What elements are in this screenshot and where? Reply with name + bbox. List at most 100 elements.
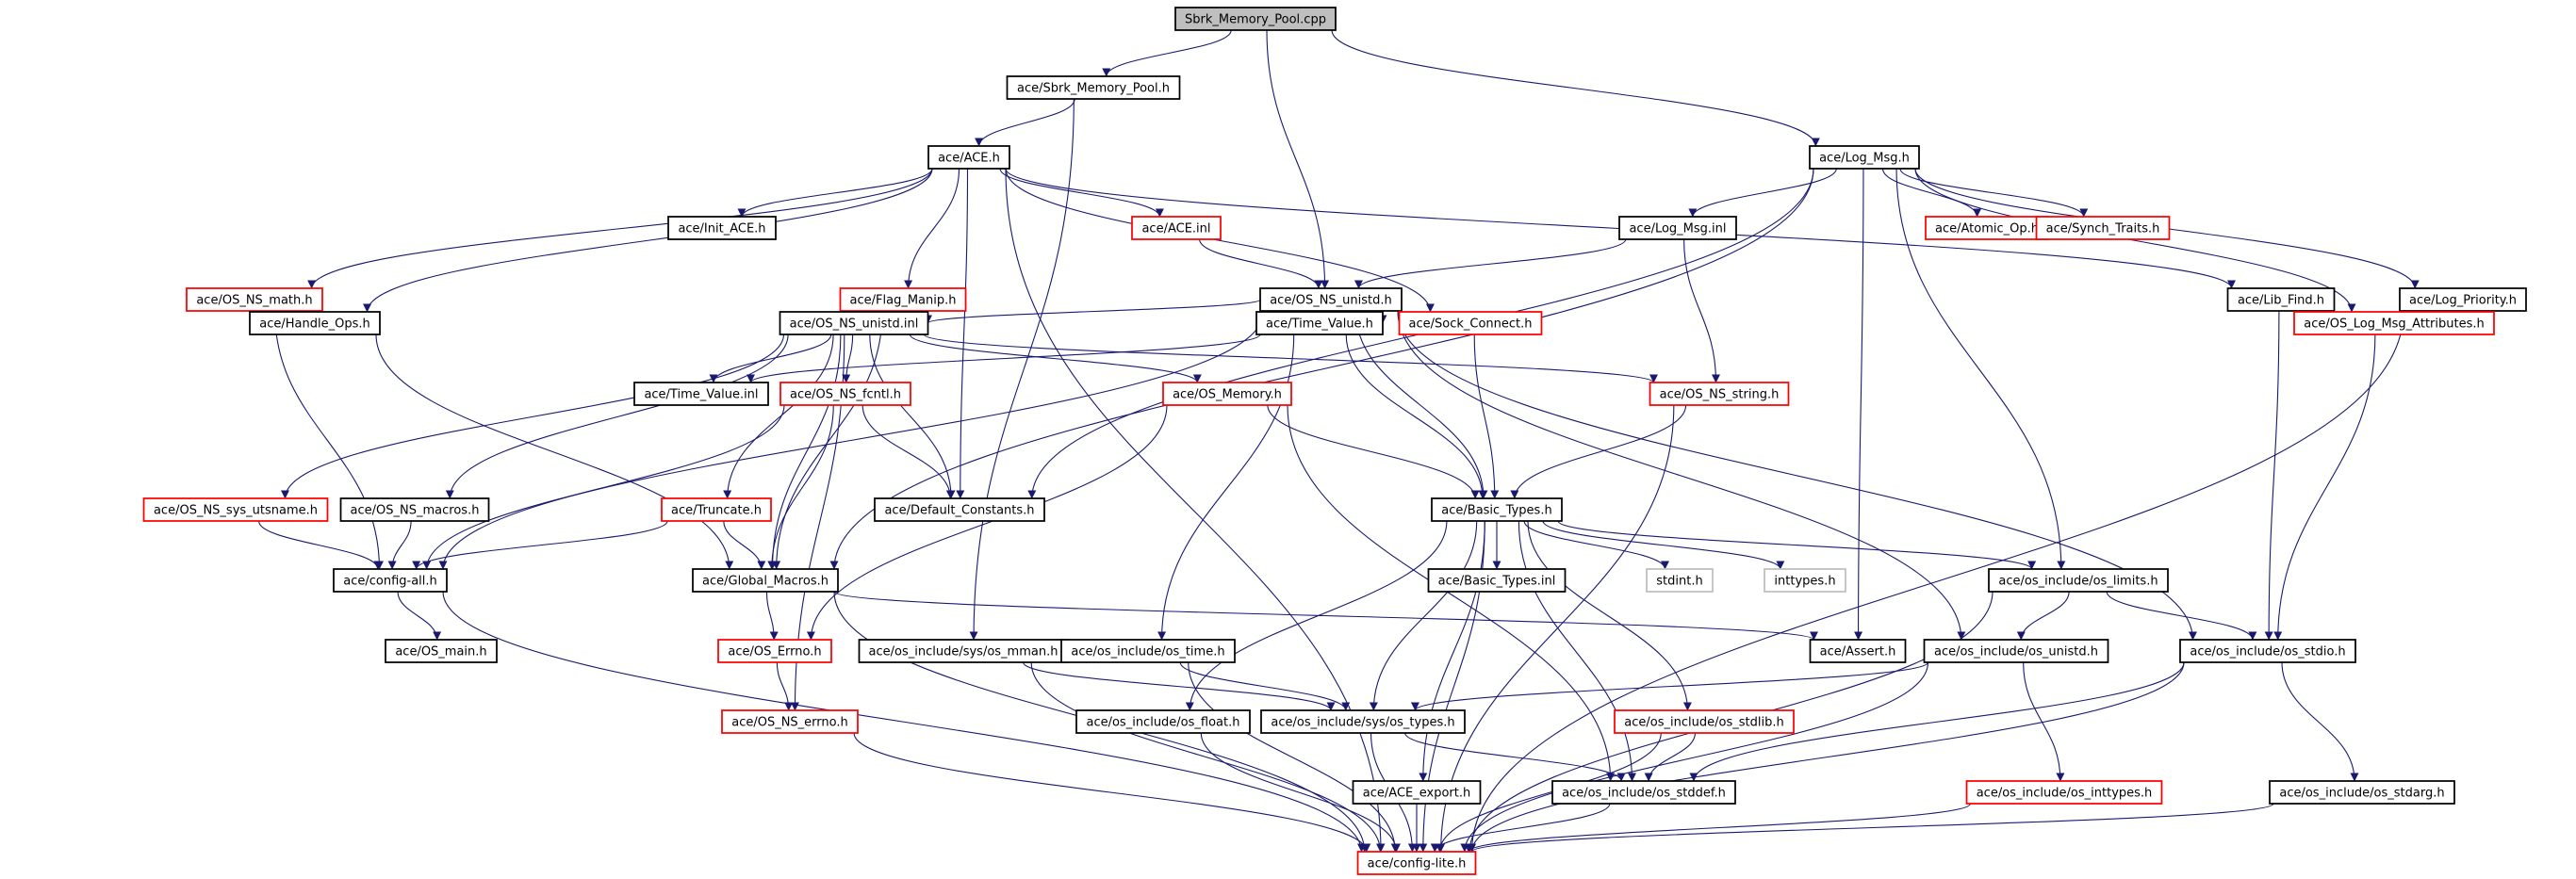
- node-synch-traits[interactable]: ace/Synch_Traits.h: [2035, 216, 2171, 240]
- node-os-ns-math[interactable]: ace/OS_NS_math.h: [186, 287, 323, 312]
- node-box: [1006, 75, 1181, 100]
- node-label: ace/os_include/os_limits.h: [1998, 575, 2158, 589]
- node-os-ns-unistd-inl[interactable]: ace/OS_NS_unistd.inl: [779, 311, 929, 335]
- node-os-sys-types[interactable]: ace/os_include/sys/os_types.h: [1260, 709, 1466, 734]
- node-box: [1646, 568, 1714, 593]
- node-os-stdio[interactable]: ace/os_include/os_stdio.h: [2179, 639, 2356, 663]
- node-os-time[interactable]: ace/os_include/os_time.h: [1060, 639, 1236, 663]
- edge-global-macros-to-assert-h: [833, 591, 1818, 641]
- node-os-ns-fcntl[interactable]: ace/OS_NS_fcntl.h: [779, 382, 911, 406]
- node-os-ns-unistd-h[interactable]: ace/OS_NS_unistd.h: [1259, 287, 1403, 312]
- node-box: [1925, 216, 2049, 240]
- node-os-stdlib[interactable]: ace/os_include/os_stdlib.h: [1614, 709, 1795, 734]
- edge-os-ns-unistd-inl-to-os-memory: [909, 334, 1202, 383]
- node-sbrk-cpp[interactable]: Sbrk_Memory_Pool.cpp: [1174, 7, 1337, 31]
- node-label: ace/Assert.h: [1820, 645, 1896, 659]
- node-lib-find[interactable]: ace/Lib_Find.h: [2226, 287, 2336, 312]
- edge-os-sys-mman-to-os-sys-types: [1023, 661, 1336, 711]
- edge-sbrk-cpp-to-log-msg-h: [1331, 29, 1820, 147]
- edge-ace-inl-to-os-ns-unistd-h: [1199, 238, 1323, 289]
- node-label: ace/OS_Memory.h: [1173, 388, 1282, 402]
- node-label: inttypes.h: [1774, 575, 1835, 589]
- node-os-ns-string[interactable]: ace/OS_NS_string.h: [1649, 382, 1790, 406]
- node-box: [1614, 709, 1795, 734]
- node-assert-h[interactable]: ace/Assert.h: [1809, 639, 1907, 663]
- edge-log-msg-inl-to-os-ns-string: [1683, 238, 1720, 383]
- edge-basic-types-h-to-os-sys-types: [1369, 520, 1478, 711]
- edge-ace-h-to-os-ns-math: [307, 168, 933, 289]
- node-os-stddef[interactable]: ace/os_include/os_stddef.h: [1551, 780, 1736, 805]
- edge-basic-types-h-to-stdint: [1523, 520, 1669, 570]
- node-label: ace/OS_NS_sys_utsname.h: [154, 504, 318, 518]
- node-box: [186, 287, 323, 312]
- edge-os-sys-types-to-os-stddef: [1404, 732, 1626, 782]
- node-inttypes[interactable]: inttypes.h: [1764, 568, 1846, 593]
- edge-truncate-to-global-macros: [723, 520, 766, 570]
- edge-os-ns-unistd-h-to-os-ns-unistd-inl: [924, 299, 1261, 324]
- edge-log-msg-h-to-global-macros: [829, 168, 1814, 570]
- edge-os-ns-unistd-h-to-os-unistd: [1397, 310, 1966, 641]
- node-label: ace/os_include/os_unistd.h: [1934, 645, 2098, 659]
- edge-os-ns-fcntl-to-default-constants: [861, 404, 955, 499]
- node-os-ns-errno[interactable]: ace/OS_NS_errno.h: [721, 709, 859, 734]
- edge-basic-types-h-to-os-stdlib: [1527, 520, 1692, 711]
- node-os-inttypes[interactable]: ace/os_include/os_inttypes.h: [1965, 780, 2163, 805]
- node-stdint[interactable]: stdint.h: [1646, 568, 1714, 593]
- node-os-float[interactable]: ace/os_include/os_float.h: [1075, 709, 1251, 734]
- node-basic-types-h[interactable]: ace/Basic_Types.h: [1431, 497, 1563, 522]
- node-config-lite[interactable]: ace/config-lite.h: [1356, 851, 1477, 875]
- node-sock-connect[interactable]: ace/Sock_Connect.h: [1398, 311, 1543, 335]
- node-handle-ops[interactable]: ace/Handle_Ops.h: [249, 311, 381, 335]
- node-label: ace/ACE.h: [938, 152, 1000, 166]
- node-label: ace/os_include/os_time.h: [1071, 645, 1224, 659]
- edge-handle-ops-to-global-macros: [375, 334, 734, 570]
- node-truncate[interactable]: ace/Truncate.h: [661, 497, 772, 522]
- node-config-all[interactable]: ace/config-all.h: [333, 568, 448, 593]
- node-box: [779, 382, 911, 406]
- node-os-stdarg[interactable]: ace/os_include/os_stdarg.h: [2269, 780, 2455, 805]
- edge-os-unistd-to-config-lite: [1460, 661, 1929, 853]
- node-label: ace/Sock_Connect.h: [1409, 317, 1533, 332]
- node-log-msg-h[interactable]: ace/Log_Msg.h: [1809, 145, 1920, 170]
- node-os-ns-macros[interactable]: ace/OS_NS_macros.h: [339, 497, 490, 522]
- node-os-sys-mman[interactable]: ace/os_include/sys/os_mman.h: [858, 639, 1069, 663]
- node-label: ace/OS_main.h: [395, 645, 486, 659]
- node-box: [2399, 287, 2527, 312]
- node-os-unistd[interactable]: ace/os_include/os_unistd.h: [1923, 639, 2109, 663]
- node-os-main[interactable]: ace/OS_main.h: [385, 639, 498, 663]
- edge-os-memory-to-basic-types-h: [1267, 404, 1480, 499]
- node-label: ace/Basic_Types.inl: [1438, 575, 1556, 589]
- node-label: ace/Flag_Manip.h: [850, 294, 957, 308]
- node-os-memory[interactable]: ace/OS_Memory.h: [1162, 382, 1292, 406]
- edge-ace-h-to-init-ace: [737, 168, 933, 218]
- node-os-log-msg-attr[interactable]: ace/OS_Log_Msg_Attributes.h: [2293, 311, 2495, 335]
- node-time-value-h[interactable]: ace/Time_Value.h: [1255, 311, 1384, 335]
- node-os-limits[interactable]: ace/os_include/os_limits.h: [1988, 568, 2169, 593]
- node-label: ace/os_include/sys/os_mman.h: [869, 645, 1058, 659]
- node-time-value-inl[interactable]: ace/Time_Value.inl: [633, 382, 769, 406]
- node-os-errno-ace[interactable]: ace/OS_Errno.h: [717, 639, 832, 663]
- edge-os-stdlib-to-config-lite: [1435, 732, 1662, 853]
- edge-os-ns-sys-utsname-to-config-all: [258, 520, 383, 570]
- edge-os-stdio-to-os-stddef: [1689, 661, 2185, 782]
- node-os-ns-sys-utsname[interactable]: ace/OS_NS_sys_utsname.h: [142, 497, 329, 522]
- node-basic-types-inl[interactable]: ace/Basic_Types.inl: [1427, 568, 1567, 593]
- node-default-constants[interactable]: ace/Default_Constants.h: [874, 497, 1045, 522]
- node-label: ace/Atomic_Op.h: [1935, 222, 2039, 236]
- node-box: [1649, 382, 1790, 406]
- edge-basic-types-h-to-inttypes: [1542, 520, 1785, 570]
- edge-os-stdio-to-config-lite: [1468, 661, 2185, 853]
- node-log-msg-inl[interactable]: ace/Log_Msg.inl: [1618, 216, 1737, 240]
- node-ace-export[interactable]: ace/ACE_export.h: [1352, 780, 1482, 805]
- node-ace-h[interactable]: ace/ACE.h: [927, 145, 1010, 170]
- node-init-ace[interactable]: ace/Init_ACE.h: [667, 216, 777, 240]
- node-flag-manip[interactable]: ace/Flag_Manip.h: [839, 287, 967, 312]
- node-log-priority[interactable]: ace/Log_Priority.h: [2399, 287, 2527, 312]
- node-global-macros[interactable]: ace/Global_Macros.h: [692, 568, 839, 593]
- edge-log-msg-h-to-atomic-op: [1881, 168, 1982, 218]
- edge-os-ns-fcntl-to-global-macros: [767, 404, 834, 570]
- node-atomic-op[interactable]: ace/Atomic_Op.h: [1925, 216, 2049, 240]
- node-sbrk-h[interactable]: ace/Sbrk_Memory_Pool.h: [1006, 75, 1181, 100]
- node-ace-inl[interactable]: ace/ACE.inl: [1131, 216, 1222, 240]
- edge-global-macros-to-os-errno-ace: [765, 591, 779, 641]
